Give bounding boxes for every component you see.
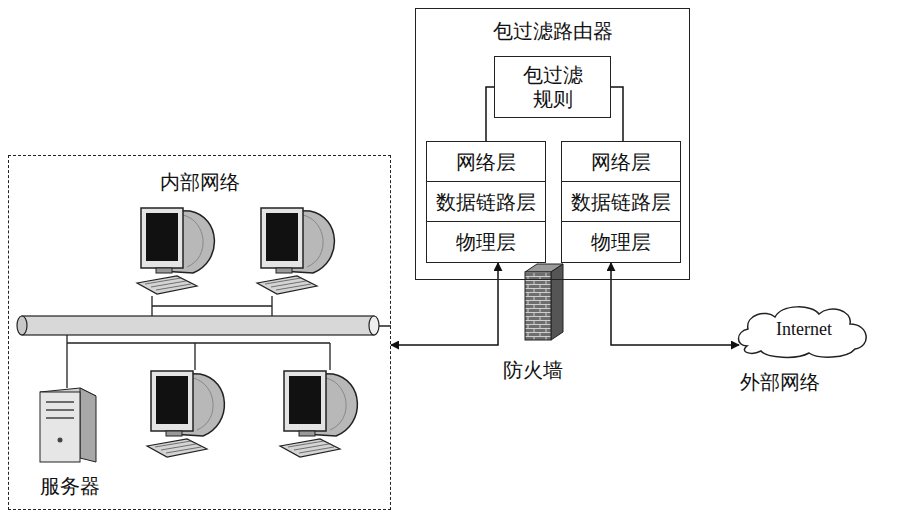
node-text: 内部网络: [160, 170, 240, 194]
node-text: 物理层: [591, 230, 651, 254]
node-text: 数据链路层: [571, 190, 671, 214]
connector: [611, 263, 739, 345]
layer-box: 物理层: [561, 221, 681, 263]
external-network-label: 外部网络: [740, 370, 820, 394]
layer-box: 数据链路层: [561, 181, 681, 222]
rules-box: 包过滤 规则: [494, 56, 611, 118]
firewall-label: 防火墙: [503, 358, 563, 382]
node-text: 包过滤路由器: [493, 19, 613, 43]
connector: [611, 87, 623, 141]
node-text: Internet: [776, 319, 832, 341]
node-text: 网络层: [591, 150, 651, 174]
connector: [486, 87, 494, 141]
router-box: 包过滤路由器包过滤 规则网络层数据链路层物理层 网络层数据链路层物理层: [415, 8, 690, 280]
node-text: 物理层: [456, 230, 516, 254]
node-text: 数据链路层: [436, 190, 536, 214]
layer-box: 网络层: [426, 141, 546, 182]
internet-cloud: Internet: [735, 300, 873, 360]
node-text: 包过滤 规则: [511, 63, 595, 111]
layer-box: 数据链路层: [426, 181, 546, 222]
layer-box: 网络层: [561, 141, 681, 182]
server-label: 服务器: [40, 474, 100, 498]
network-region: 内部网络: [8, 155, 391, 510]
node-text: 网络层: [456, 150, 516, 174]
connector: [391, 263, 498, 345]
layer-box: 物理层: [426, 221, 546, 263]
